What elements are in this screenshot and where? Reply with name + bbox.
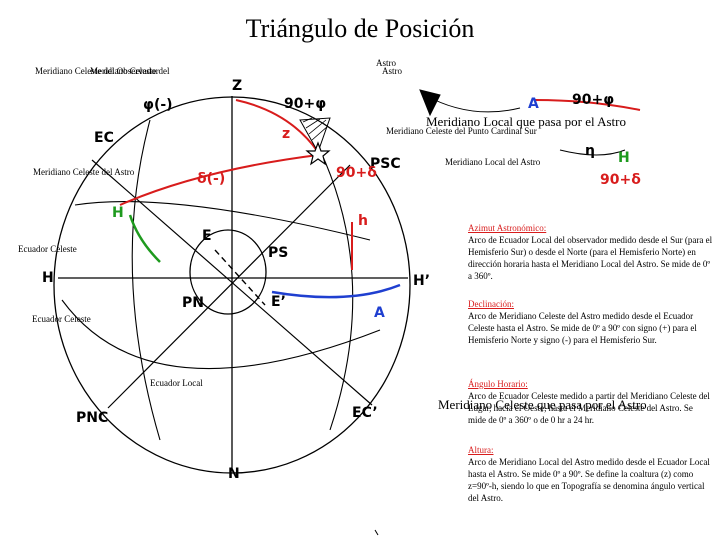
glyph-ninety-delta-1: 90+δ bbox=[336, 165, 377, 181]
label-ecuador-local: Ecuador Local bbox=[150, 378, 203, 388]
glyph-ec: EC bbox=[94, 130, 114, 146]
glyph-eta: η bbox=[585, 143, 595, 159]
label-meridiano-celeste-overlap: Meridiano Celeste del bbox=[90, 66, 170, 76]
glyph-a-blue-2: A bbox=[374, 305, 385, 321]
label-meridiano-celeste-punto-sur: Meridiano Celeste del Punto Cardinal Sur bbox=[386, 126, 537, 136]
label-ecuador-celeste-2: Ecuador Celeste bbox=[32, 314, 91, 324]
glyph-a-blue-1: A bbox=[528, 96, 539, 112]
ecuador-local-curve bbox=[61, 299, 381, 370]
label-meridiano-celeste-astro-overlap: Meridiano Celeste que pasa por el Astro bbox=[438, 397, 647, 412]
definition-text: Arco de Ecuador Celeste medido a partir … bbox=[468, 391, 710, 425]
definition-text: Arco de Meridiano Local del Astro medido… bbox=[468, 457, 710, 503]
blue-arc-azimuth bbox=[271, 283, 401, 299]
glyph-h-prime: H’ bbox=[413, 273, 431, 289]
right-eta-curve bbox=[559, 149, 626, 156]
glyph-ninety-phi-1: 90+φ bbox=[284, 96, 327, 112]
definition-text: Arco de Meridiano Celeste del Astro medi… bbox=[468, 311, 697, 345]
label-astro-2: Astro bbox=[382, 66, 402, 76]
page-title: Triángulo de Posición bbox=[245, 14, 475, 43]
glyph-psc: PSC bbox=[370, 156, 401, 172]
glyph-pn: PN bbox=[182, 295, 204, 311]
glyph-h-green-1: H bbox=[112, 205, 124, 221]
glyph-z-red: z bbox=[282, 126, 291, 142]
glyph-z: Z bbox=[232, 78, 243, 94]
right-red-arc bbox=[534, 99, 641, 111]
definition-declinacion: Declinación: Arco de Meridiano Celeste d… bbox=[468, 298, 713, 346]
glyph-h-green-2: H bbox=[618, 150, 630, 166]
glyph-n: N bbox=[228, 466, 240, 482]
star-icon bbox=[305, 141, 331, 166]
label-meridiano-celeste-observador: Meridiano Celeste del Observador bbox=[35, 66, 159, 76]
definition-angulo-horario: Ángulo Horario: Arco de Ecuador Celeste … bbox=[468, 378, 713, 426]
glyph-ps: PS bbox=[268, 245, 289, 261]
hatched-region bbox=[299, 117, 331, 154]
label-meridiano-celeste-astro: Meridiano Celeste del Astro bbox=[33, 167, 135, 177]
red-arc-declination bbox=[119, 154, 319, 206]
right-hatched bbox=[419, 89, 441, 117]
polar-axis bbox=[91, 159, 373, 406]
glyph-e-prime: E’ bbox=[271, 294, 286, 310]
definition-text: Arco de Ecuador Local del observador med… bbox=[468, 235, 713, 281]
label-meridiano-local-astro-small: Meridiano Local del Astro bbox=[445, 157, 541, 167]
dashed-axis bbox=[214, 249, 266, 306]
glyph-ninety-phi-2: 90+φ bbox=[572, 92, 615, 108]
definition-heading: Declinación: bbox=[468, 299, 514, 309]
glyph-ninety-delta-2: 90+δ bbox=[600, 172, 641, 188]
ecuador-celeste-curve bbox=[74, 200, 371, 241]
green-arc bbox=[128, 214, 161, 263]
definition-heading: Altura: bbox=[468, 445, 494, 455]
glyph-pnc: PNC bbox=[76, 410, 109, 426]
glyph-h-red: h bbox=[358, 213, 368, 229]
definition-altura: Altura: Arco de Meridiano Local del Astr… bbox=[468, 444, 713, 504]
definition-heading: Ángulo Horario: bbox=[468, 379, 528, 389]
local-circle bbox=[189, 229, 267, 315]
glyph-ec-prime: EC’ bbox=[352, 405, 378, 421]
celestial-pole-axis bbox=[107, 164, 351, 409]
definition-azimut: Azimut Astronómico: Arco de Ecuador Loca… bbox=[468, 222, 713, 282]
glyph-h-black: H bbox=[42, 270, 54, 286]
label-meridiano-local-astro-large: Meridiano Local que pasa por el Astro bbox=[426, 114, 626, 129]
meridian-curve-right bbox=[319, 149, 354, 431]
glyph-e: E bbox=[202, 228, 212, 244]
label-ecuador-celeste-1: Ecuador Celeste bbox=[18, 244, 77, 254]
red-arc-top bbox=[235, 99, 319, 153]
label-astro-1: Astro bbox=[376, 58, 396, 68]
definition-heading: Azimut Astronómico: bbox=[468, 223, 547, 233]
glyph-phi-neg: φ(-) bbox=[143, 97, 173, 113]
glyph-delta-neg: δ(-) bbox=[197, 171, 226, 187]
meridian-curve-left bbox=[131, 119, 161, 441]
